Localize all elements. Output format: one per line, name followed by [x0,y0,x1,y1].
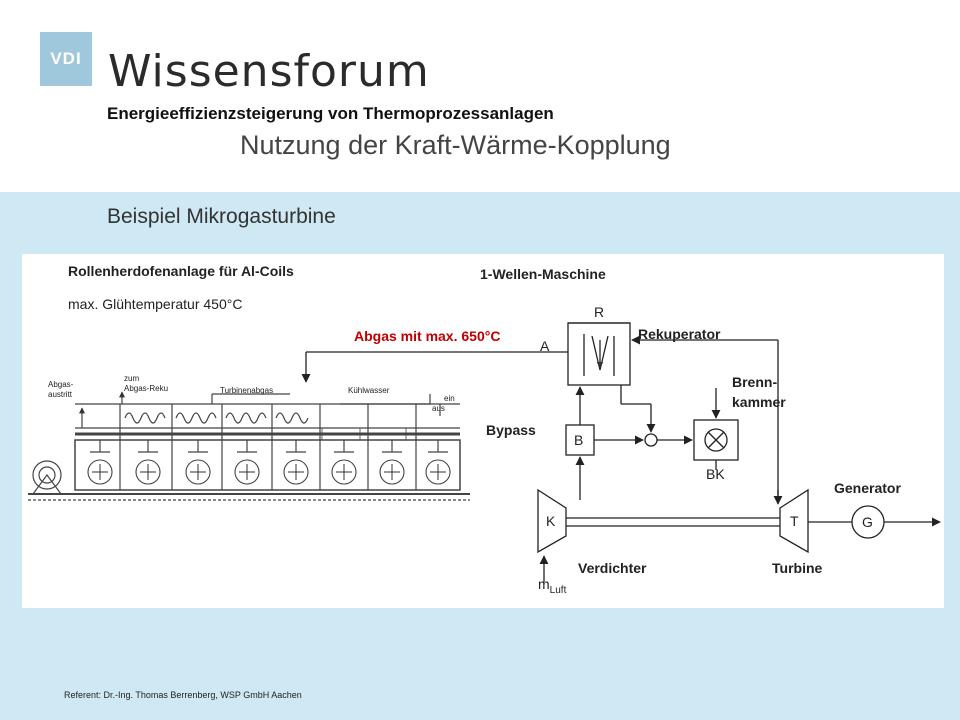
exhaust-line [301,351,568,383]
b-label: B [574,432,584,448]
abgas-label-2: austritt [48,390,73,399]
roller-circles [87,459,451,485]
aus-label: aus [432,404,445,413]
panel-notch [944,254,960,304]
furnace-zones [119,428,417,490]
air-mass-flow-label: mLuft [538,576,566,596]
generator-label: Generator [834,480,901,496]
brand-name: Wissensforum [108,46,430,97]
air-mass-flow-symbol: m [538,576,550,592]
zum-label-1: zum [124,374,140,383]
brennkammer-label-2: kammer [732,394,786,410]
t-label: T [790,513,799,529]
header: VDI Wissensforum Energieeffizienzsteiger… [0,0,960,192]
verdichter-label: Verdichter [578,560,647,576]
rekuperator-label: Rekuperator [638,326,721,342]
zum-label-2: Abgas-Reku [124,384,169,393]
turbine-shape [779,488,809,554]
bypass-label: Bypass [486,422,536,438]
vdi-logo-text: VDI [50,49,82,68]
fan-icon [32,460,62,490]
a-label: A [540,338,550,354]
furnace-title: Rollenherdofenanlage für Al-Coils [68,263,294,279]
r-label: R [594,304,605,320]
g-label: G [862,514,873,530]
conference-title: Energieeffizienzsteigerung von Thermopro… [107,104,554,123]
rekuperator-box [567,322,631,386]
k-label: K [546,513,556,529]
diagram-panel [22,254,944,608]
mixing-junction [644,433,658,447]
turbinenabgas-label: Turbinenabgas [220,386,274,395]
bk-label: BK [706,466,725,482]
turbine-label: Turbine [772,560,823,576]
furnace-temperature: max. Glühtemperatur 450°C [68,296,243,312]
vdi-logo: VDI [40,32,92,86]
slide-title: Nutzung der Kraft-Wärme-Kopplung [240,130,671,160]
compressor-shape [537,488,567,554]
brennkammer-label-1: Brenn- [732,374,778,390]
slide-subtitle: Beispiel Mikrogasturbine [107,205,336,228]
footer-referent: Referent: Dr.-Ing. Thomas Berrenberg, WS… [64,690,302,700]
machine-title: 1-Wellen-Maschine [480,266,606,282]
abgas-austritt-label: Abgas-austritt [48,380,73,400]
air-mass-flow-sub: Luft [549,584,567,596]
turbine-system [537,322,941,582]
furnace-drawing [28,391,470,501]
impellers [90,440,448,453]
abgas-label-1: Abgas- [48,380,74,389]
exhaust-label: Abgas mit max. 650°C [354,328,501,344]
kuehlwasser-label: Kühlwasser [348,386,390,395]
ein-label: ein [444,394,455,403]
